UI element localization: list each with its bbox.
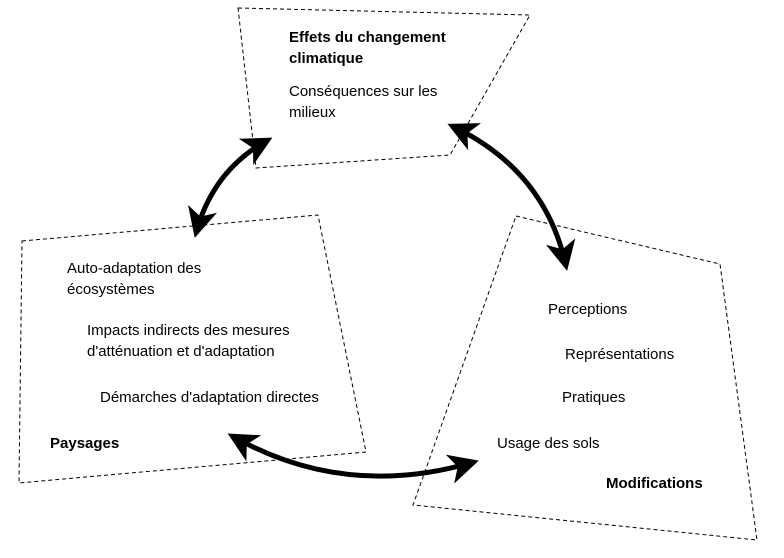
right-box-item2: Représentations xyxy=(565,346,675,363)
top-box-title-line1: Effets du changement xyxy=(289,29,446,46)
right-box-label: Modifications xyxy=(606,475,703,492)
left-box-label: Paysages xyxy=(50,435,120,452)
arrow-top-left xyxy=(188,137,273,238)
left-box-item2-line1: Impacts indirects des mesures xyxy=(87,322,290,339)
top-box-outline xyxy=(237,7,531,169)
left-box-item2-line2: d'atténuation et d'adaptation xyxy=(87,343,275,360)
top-box-text-line1: Conséquences sur les xyxy=(289,83,438,100)
arrow-left-right xyxy=(227,433,479,484)
left-box-item1-line1: Auto-adaptation des xyxy=(67,260,202,277)
right-box-item4: Usage des sols xyxy=(497,435,600,452)
right-box-item3: Pratiques xyxy=(562,389,626,406)
top-box-title-line2: climatique xyxy=(289,50,364,67)
arrow-top-right xyxy=(447,123,576,271)
left-box-item1-line2: écosystèmes xyxy=(67,281,155,298)
left-box-item3: Démarches d'adaptation directes xyxy=(100,389,319,406)
right-box-outline xyxy=(412,215,758,541)
top-box-text-line2: milieux xyxy=(289,104,336,121)
right-box-item1: Perceptions xyxy=(548,301,628,318)
